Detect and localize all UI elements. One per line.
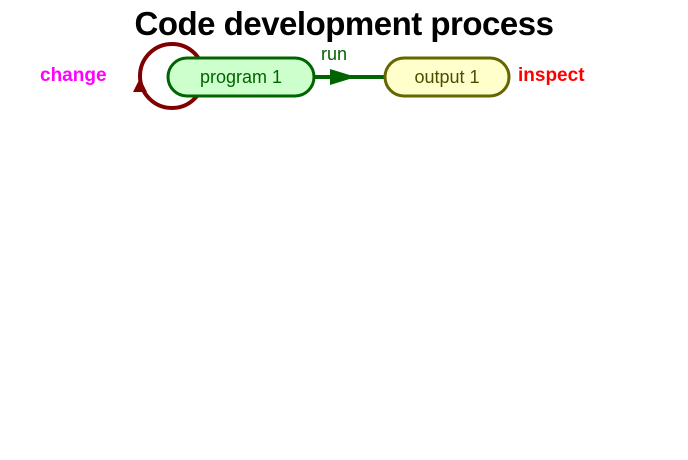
node-program[interactable]: [166, 56, 316, 98]
node-program-label[interactable]: program 1: [199, 67, 283, 87]
inspect-annotation-label: inspect: [518, 65, 585, 86]
run-edge-label: run: [321, 44, 348, 64]
run-edge-arrowhead: [330, 69, 356, 85]
node-output-label[interactable]: output 1: [414, 67, 480, 87]
node-output[interactable]: [383, 56, 511, 98]
change-annotation-label: change: [40, 65, 107, 86]
node-program-shape[interactable]: [166, 56, 316, 98]
run-edge: [313, 69, 385, 85]
page-title: Code development process: [134, 5, 554, 42]
node-output-shape[interactable]: [383, 56, 511, 98]
change-loop-arrowhead: [133, 78, 147, 92]
